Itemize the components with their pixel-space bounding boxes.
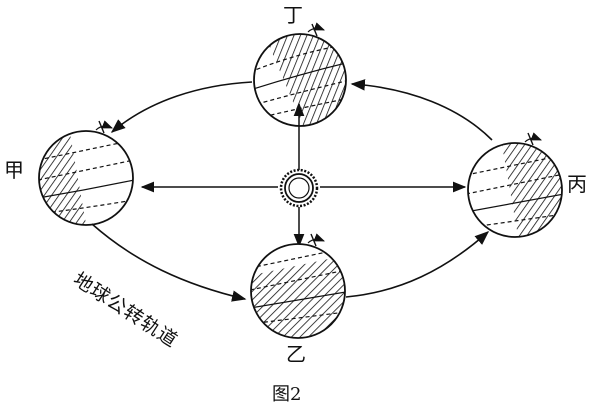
- orbit-path: [91, 79, 493, 302]
- orbit-arc-yi-to-bing: [345, 231, 490, 298]
- earth-jia: [38, 120, 134, 226]
- sunlight-rays: [140, 102, 467, 248]
- figure-caption: 图2: [272, 384, 302, 405]
- label-ding: 丁: [283, 3, 303, 27]
- label-jia: 甲: [4, 158, 24, 182]
- orbit-arc-bing-to-ding: [350, 79, 493, 141]
- earth-ding: [253, 22, 347, 127]
- label-yi: 乙: [286, 342, 306, 366]
- label-bing: 丙: [567, 172, 587, 196]
- orbit-arc-jia-to-yi: [91, 223, 247, 302]
- sun: [279, 168, 319, 208]
- orbit-arc-ding-to-jia: [110, 81, 253, 133]
- earth-yi: [250, 233, 346, 339]
